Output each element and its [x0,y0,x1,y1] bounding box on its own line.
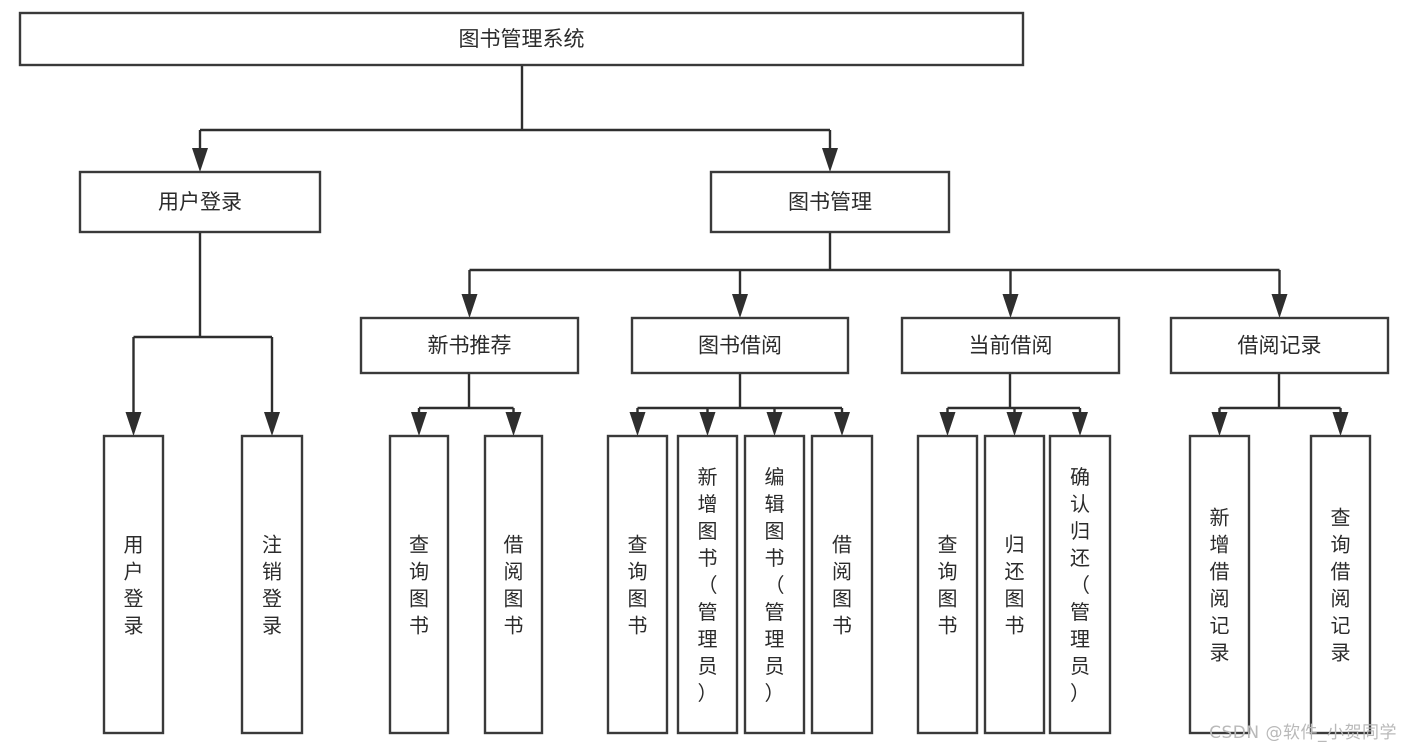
node-label: 用户登录 [158,190,242,214]
arrow-head-icon [939,412,956,436]
node-box[interactable] [900,316,1121,375]
node-root[interactable]: 图书管理系统 [18,11,1025,67]
node-borrow[interactable]: 图书借阅 [630,316,850,375]
connector-group-root [192,65,838,172]
node-box[interactable] [743,434,806,735]
node-leaf-user-logout[interactable]: 注销登录 [240,434,304,735]
arrow-head-icon [1002,294,1019,318]
arrow-head-icon [822,148,838,172]
node-leaf-bo-add[interactable]: 新增图书（管理员） [676,434,739,735]
node-label: 查询借阅记录 [1331,506,1351,665]
node-label: 确认归还（管理员） [1070,465,1090,705]
node-label: 新增借阅记录 [1210,506,1230,665]
node-label: 用户登录 [124,533,144,638]
node-label: 查询图书 [938,533,958,638]
arrow-head-icon [1006,412,1023,436]
node-records[interactable]: 借阅记录 [1169,316,1390,375]
node-label: 图书管理系统 [459,27,585,51]
arrow-head-icon [264,412,280,436]
arrow-head-icon [834,412,850,436]
node-box[interactable] [810,434,874,735]
node-leaf-nb-query[interactable]: 查询图书 [388,434,450,735]
arrow-head-icon [505,412,522,436]
arrow-head-icon [192,148,208,172]
arrow-head-icon [1211,412,1228,436]
connector-group-login [125,232,280,436]
node-box[interactable] [78,170,322,234]
arrow-head-icon [699,412,716,436]
arrow-head-icon [732,294,748,318]
arrow-head-icon [125,412,142,436]
node-leaf-cu-confirm[interactable]: 确认归还（管理员） [1048,434,1112,735]
connector-group-records [1211,373,1349,436]
arrow-head-icon [1332,412,1349,436]
node-leaf-cu-query[interactable]: 查询图书 [916,434,979,735]
node-label: 新书推荐 [428,334,512,358]
node-leaf-user-login[interactable]: 用户登录 [102,434,165,735]
node-leaf-re-query[interactable]: 查询借阅记录 [1309,434,1372,735]
node-label: 图书借阅 [698,334,782,358]
node-label: 归还图书 [1005,533,1025,638]
arrow-head-icon [1271,294,1288,318]
node-box[interactable] [1309,434,1372,735]
connector-group-bookmgmt [461,232,1288,318]
arrow-head-icon [411,412,427,436]
node-label: 编辑图书（管理员） [765,465,785,705]
node-box[interactable] [916,434,979,735]
node-box[interactable] [630,316,850,375]
node-box[interactable] [483,434,544,735]
node-box[interactable] [388,434,450,735]
node-box[interactable] [983,434,1046,735]
node-leaf-nb-borrow[interactable]: 借阅图书 [483,434,544,735]
connector-group-newbook [411,373,522,436]
node-current[interactable]: 当前借阅 [900,316,1121,375]
node-leaf-bo-borrow[interactable]: 借阅图书 [810,434,874,735]
node-label: 借阅图书 [504,533,524,638]
node-box[interactable] [359,316,580,375]
node-layer: 图书管理系统用户登录图书管理新书推荐图书借阅当前借阅借阅记录用户登录注销登录查询… [18,11,1390,735]
node-login[interactable]: 用户登录 [78,170,322,234]
node-label: 注销登录 [262,533,282,638]
arrow-head-icon [629,412,646,436]
node-box[interactable] [18,11,1025,67]
node-newbook[interactable]: 新书推荐 [359,316,580,375]
node-leaf-cu-return[interactable]: 归还图书 [983,434,1046,735]
node-box[interactable] [709,170,951,234]
connector-group-borrow [629,373,850,436]
node-label: 查询图书 [628,533,648,638]
node-box[interactable] [102,434,165,735]
node-box[interactable] [1188,434,1251,735]
arrow-head-icon [766,412,783,436]
node-box[interactable] [1048,434,1112,735]
arrow-head-icon [1072,412,1088,436]
node-label: 图书管理 [788,190,872,214]
node-leaf-re-add[interactable]: 新增借阅记录 [1188,434,1251,735]
node-box[interactable] [1169,316,1390,375]
node-label: 借阅图书 [832,533,852,638]
node-label: 查询图书 [409,533,429,638]
node-label: 当前借阅 [969,334,1053,358]
node-label: 新增图书（管理员） [698,465,718,705]
connector-group-current [939,373,1088,436]
node-leaf-bo-edit[interactable]: 编辑图书（管理员） [743,434,806,735]
arrow-head-icon [461,294,478,318]
connector-layer [125,65,1349,436]
csdn-watermark: CSDN @软件_小贺同学 [1209,723,1397,743]
node-label: 借阅记录 [1238,334,1322,358]
node-bookmgmt[interactable]: 图书管理 [709,170,951,234]
node-box[interactable] [606,434,669,735]
node-box[interactable] [676,434,739,735]
node-box[interactable] [240,434,304,735]
node-leaf-bo-query[interactable]: 查询图书 [606,434,669,735]
